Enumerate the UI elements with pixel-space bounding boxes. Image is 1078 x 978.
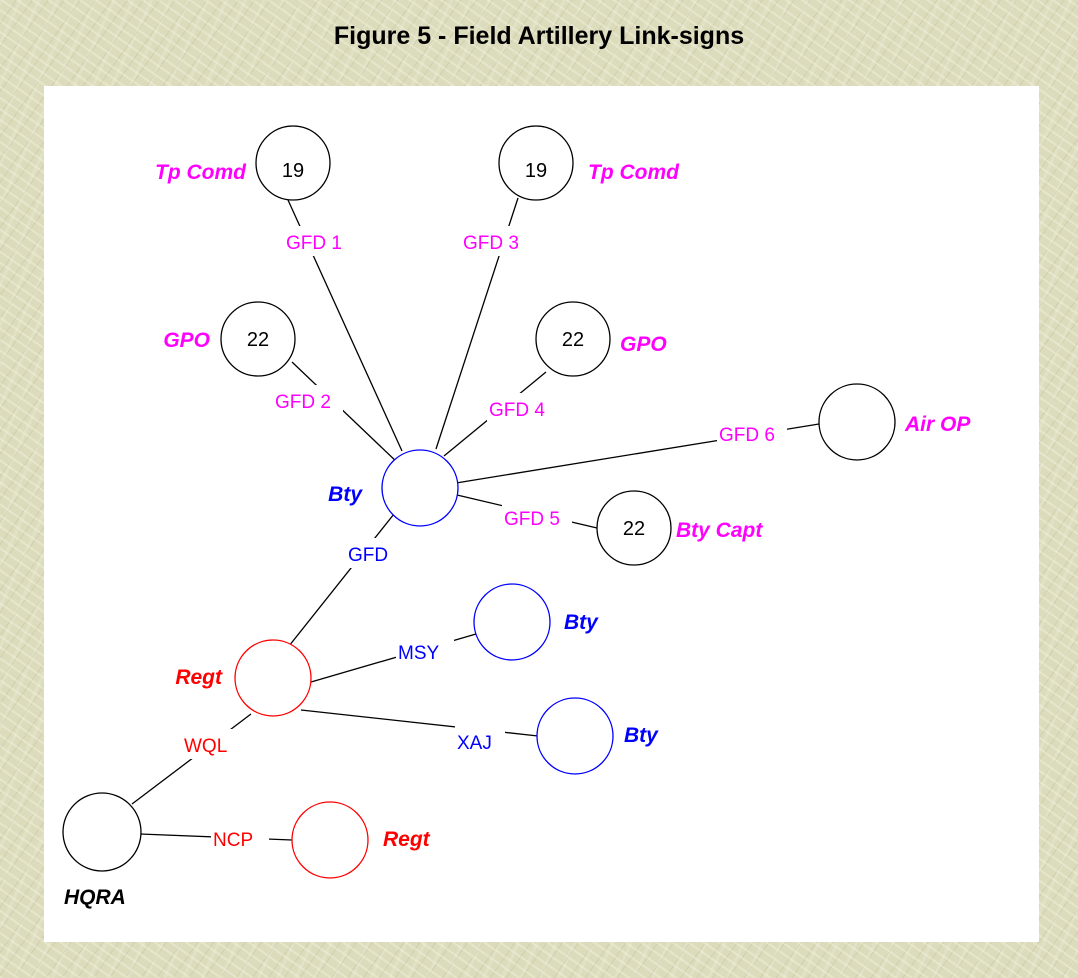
link-sign-diagram: GFD 1 GFD 3 GFD 2 GFD 4 GFD 6 GFD 5 GFD xyxy=(62,125,971,909)
node-bty-xaj: Bty xyxy=(536,697,659,775)
node-circle xyxy=(255,125,331,201)
node-hqra: HQRA xyxy=(62,792,142,909)
link-gfd4: GFD 4 xyxy=(487,393,557,423)
link-label-gfd6: GFD 6 xyxy=(719,425,775,446)
link-line-gfd xyxy=(288,513,395,647)
link-gfd6: GFD 6 xyxy=(717,418,787,448)
link-gfd3: GFD 3 xyxy=(461,226,531,256)
node-air-op: Air OP xyxy=(818,383,971,461)
node-number: 22 xyxy=(247,329,269,351)
node-label: HQRA xyxy=(64,886,126,909)
link-label-gfd4: GFD 4 xyxy=(489,400,545,421)
node-label: Bty Capt xyxy=(676,519,763,542)
node-label: Tp Comd xyxy=(155,161,247,184)
node-circle xyxy=(818,383,896,461)
link-label-gfd: GFD xyxy=(348,545,388,566)
link-label-wql: WQL xyxy=(184,736,227,757)
node-number: 19 xyxy=(282,160,304,182)
node-label: Bty xyxy=(564,611,599,634)
link-label-ncp: NCP xyxy=(213,830,253,851)
node-circle xyxy=(535,301,611,377)
node-bty-msy: Bty xyxy=(473,583,599,661)
node-label: Regt xyxy=(383,828,431,851)
node-label: GPO xyxy=(620,333,667,356)
link-gfd1: GFD 1 xyxy=(284,226,354,256)
link-label-gfd2: GFD 2 xyxy=(275,392,331,413)
node-circle xyxy=(473,583,551,661)
node-label: Regt xyxy=(175,666,223,689)
node-number: 22 xyxy=(623,518,645,540)
node-gpo-2: 22 GPO xyxy=(535,301,667,377)
node-regt-main: Regt xyxy=(175,639,312,717)
node-bty-main: Bty xyxy=(328,449,459,527)
node-circle xyxy=(536,697,614,775)
node-label: Bty xyxy=(624,724,659,747)
diagram-panel: GFD 1 GFD 3 GFD 2 GFD 4 GFD 6 GFD 5 GFD xyxy=(44,86,1039,942)
page-title: Figure 5 - Field Artillery Link-signs xyxy=(333,22,745,50)
node-number: 22 xyxy=(562,329,584,351)
node-label: Air OP xyxy=(904,413,971,436)
link-gfd: GFD xyxy=(346,538,400,568)
node-circle xyxy=(596,490,672,566)
link-label-gfd3: GFD 3 xyxy=(463,233,519,254)
link-wql: WQL xyxy=(182,729,244,759)
node-circle xyxy=(234,639,312,717)
node-tp-comd-1: 19 Tp Comd xyxy=(155,125,331,201)
node-circle xyxy=(498,125,574,201)
node-label: GPO xyxy=(163,329,210,352)
link-label-gfd5: GFD 5 xyxy=(504,509,560,530)
node-regt-ncp: Regt xyxy=(291,801,431,879)
link-label-msy: MSY xyxy=(398,643,440,664)
link-gfd5: GFD 5 xyxy=(502,502,572,532)
node-label: Bty xyxy=(328,483,363,506)
node-bty-capt: 22 Bty Capt xyxy=(596,490,763,566)
link-msy: MSY xyxy=(396,636,454,666)
node-number: 19 xyxy=(525,160,547,182)
link-xaj: XAJ xyxy=(455,726,505,756)
link-ncp: NCP xyxy=(211,823,269,853)
link-line-gfd2 xyxy=(291,361,400,465)
node-circle xyxy=(220,301,296,377)
node-label: Tp Comd xyxy=(588,161,680,184)
link-gfd2: GFD 2 xyxy=(273,385,343,415)
node-tp-comd-2: 19 Tp Comd xyxy=(498,125,680,201)
node-gpo-1: 22 GPO xyxy=(163,301,296,377)
node-circle xyxy=(291,801,369,879)
node-circle xyxy=(62,792,142,872)
link-label-xaj: XAJ xyxy=(457,733,492,754)
node-circle xyxy=(381,449,459,527)
link-label-gfd1: GFD 1 xyxy=(286,233,342,254)
